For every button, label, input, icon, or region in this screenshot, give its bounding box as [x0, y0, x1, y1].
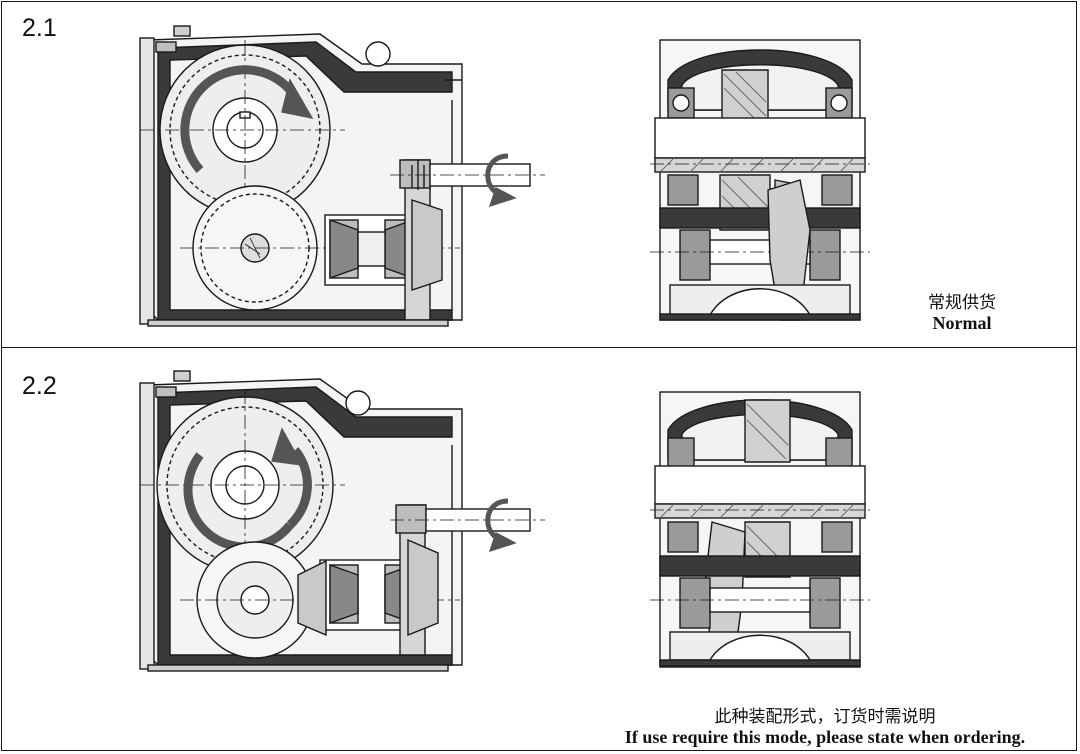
- caption-chinese: 此种装配形式，订货时需说明: [714, 707, 936, 726]
- caption-2-2: 此种装配形式，订货时需说明 If use require this mode, …: [580, 702, 1070, 748]
- gearbox-cross-section-2-1: [650, 39, 870, 321]
- caption-english: Normal: [932, 313, 992, 333]
- gearbox-side-view-2-2: [139, 370, 545, 672]
- panel-divider: [1, 347, 1077, 348]
- caption-english: If use require this mode, please state w…: [624, 727, 1026, 747]
- gearbox-cross-section-2-2: [650, 391, 870, 668]
- gearbox-side-view-2-1: [139, 25, 545, 327]
- caption-chinese: 常规供货: [928, 293, 996, 312]
- panel-label: 2.2: [22, 372, 57, 400]
- caption-2-1: 常规供货 Normal: [900, 288, 1024, 334]
- panel-label: 2.1: [22, 14, 57, 42]
